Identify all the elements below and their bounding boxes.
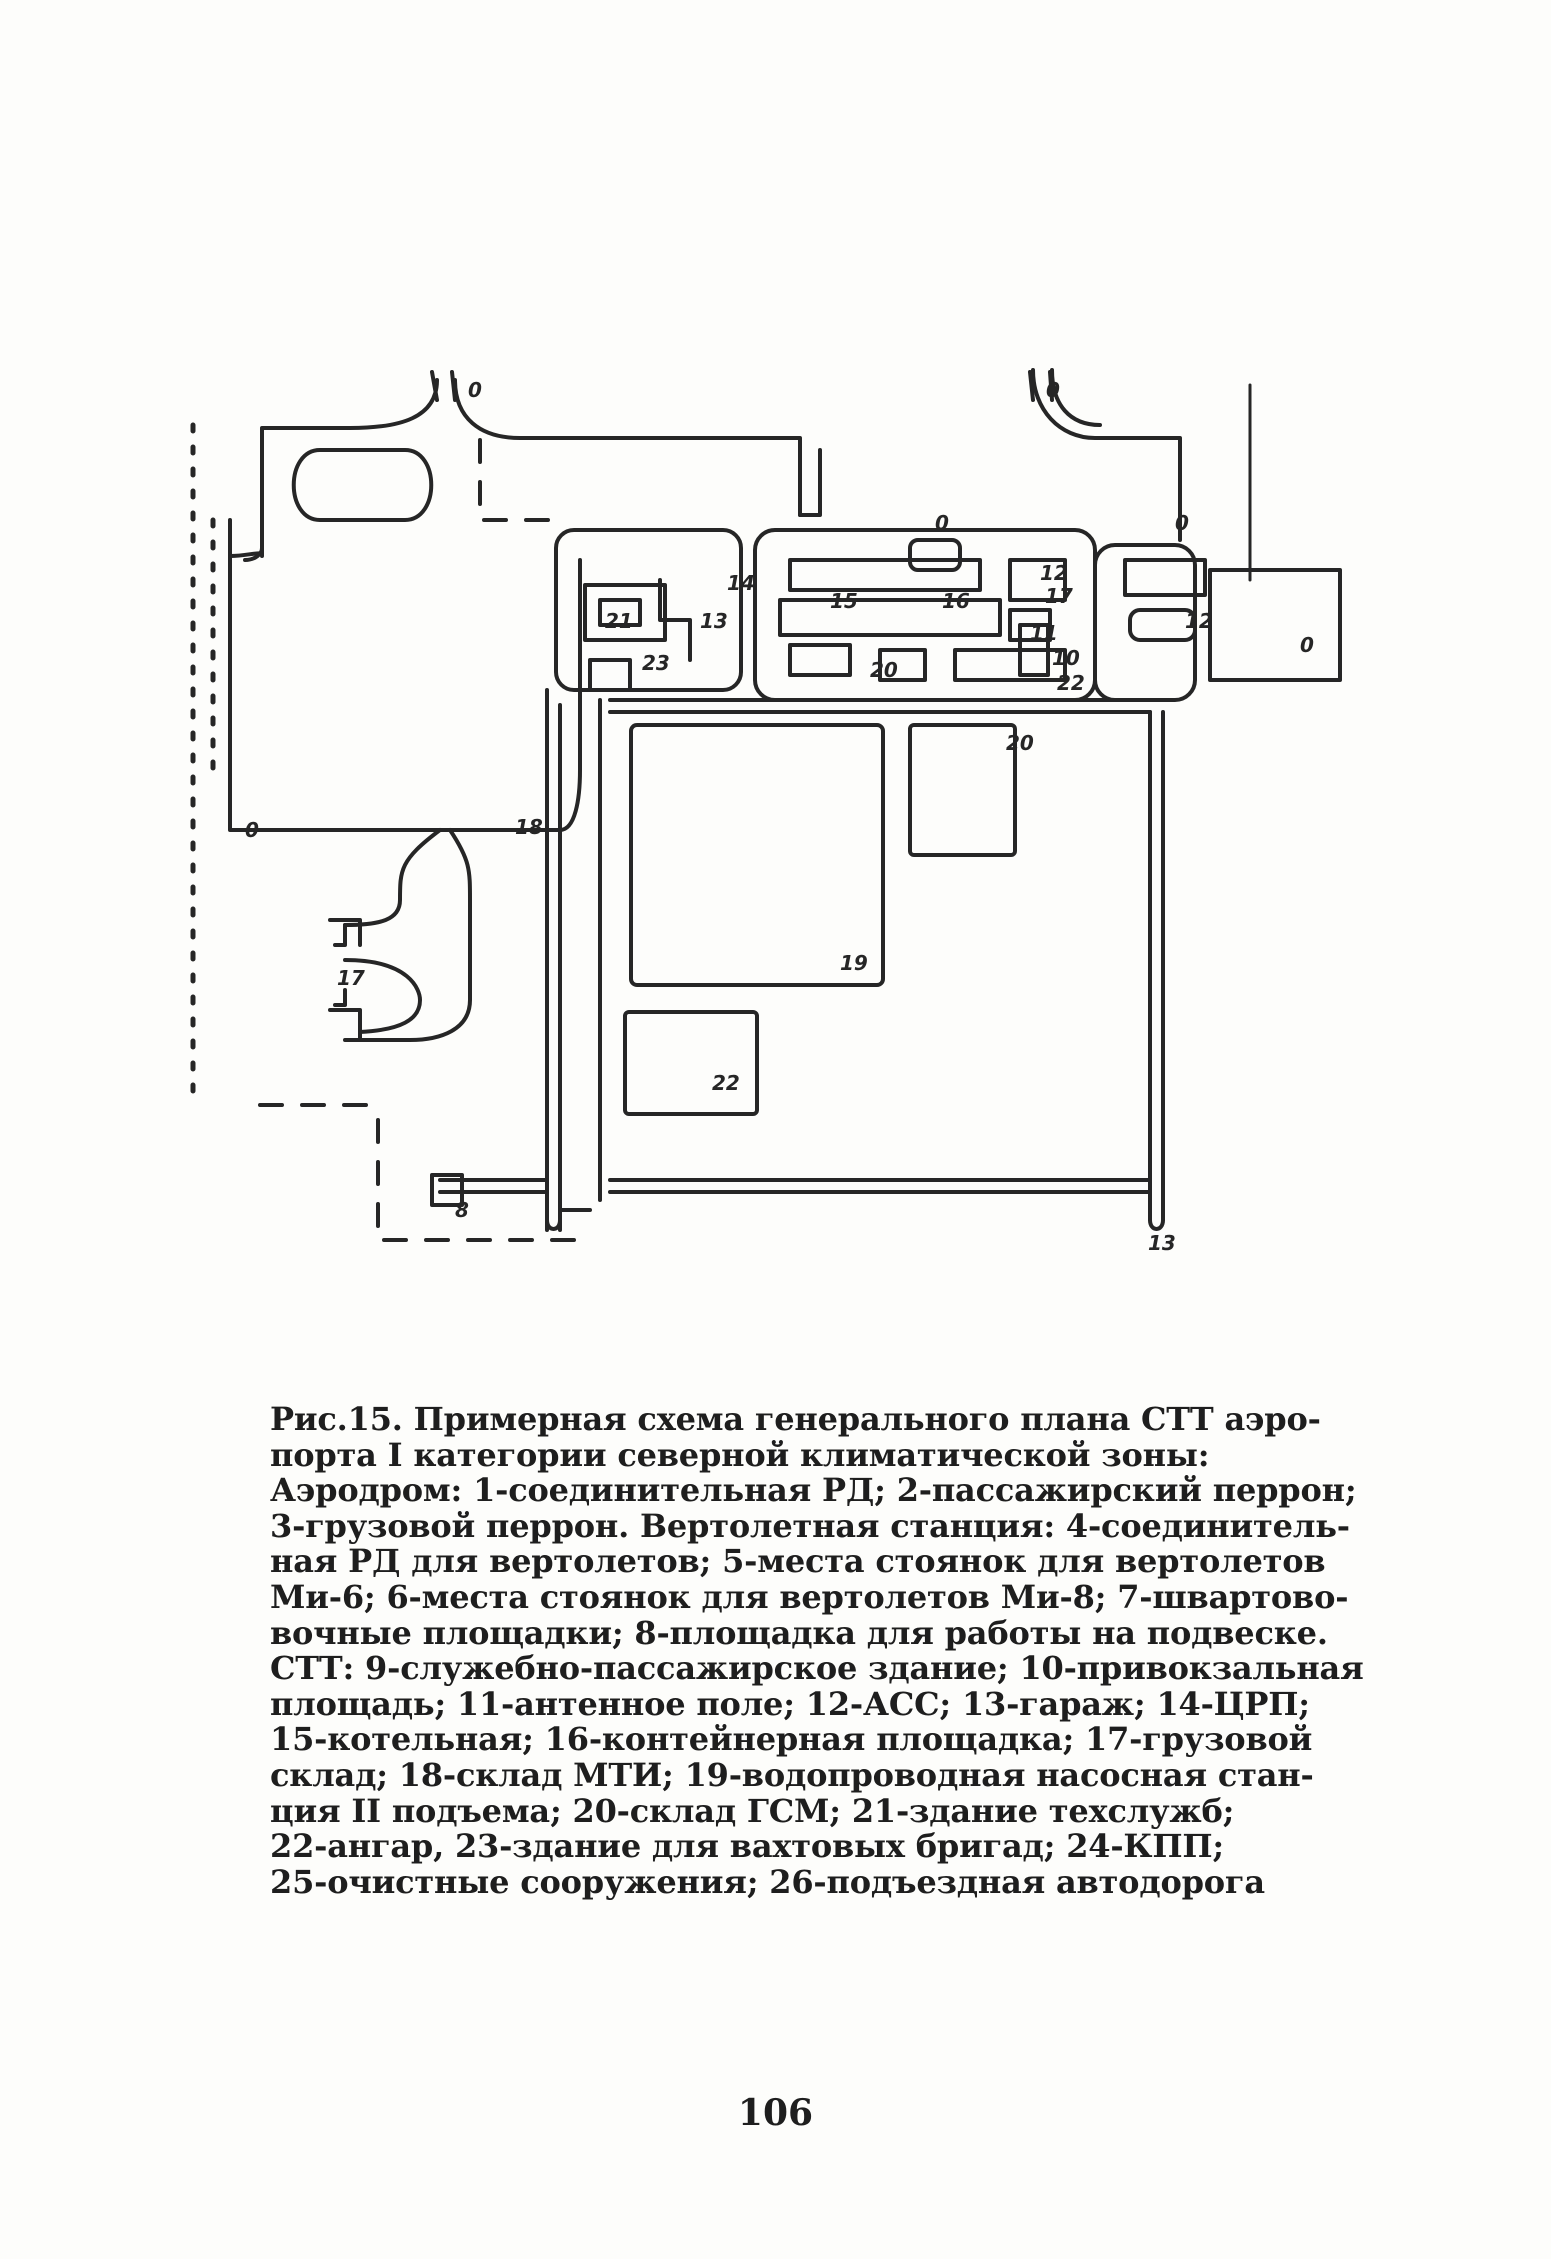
svg-text:0: 0 xyxy=(1175,511,1189,535)
caption-line: 22-ангар, 23-здание для вахтовых бригад;… xyxy=(270,1827,1224,1866)
road-network xyxy=(430,688,1165,1232)
caption-line: 3-грузовой перрон. Вертолетная станция: … xyxy=(270,1506,1350,1545)
caption-line: ная РД для вертолетов; 5-места стоянок д… xyxy=(270,1542,1326,1581)
site-plan-diagram: 0 0 0 0 0 21 23 13 14 15 16 12 17 11 10 … xyxy=(190,368,1342,1255)
svg-text:0: 0 xyxy=(1300,633,1314,657)
svg-text:0: 0 xyxy=(1046,378,1060,402)
entry-stubs xyxy=(430,370,1252,582)
caption-line: Аэродром: 1-соединительная РД; 2-пассажи… xyxy=(270,1471,1357,1510)
svg-text:10: 10 xyxy=(1052,646,1080,670)
svg-text:22: 22 xyxy=(712,1071,740,1095)
caption-line: СТТ: 9-служебно-пассажирское здание; 10-… xyxy=(270,1649,1364,1688)
svg-text:12: 12 xyxy=(1185,609,1213,633)
figure-caption: Рис.15. Примерная схема генерального пла… xyxy=(270,1400,1380,1901)
svg-text:13: 13 xyxy=(700,609,728,633)
svg-text:0: 0 xyxy=(245,818,259,842)
svg-text:21: 21 xyxy=(605,609,633,633)
svg-text:8: 8 xyxy=(455,1198,469,1222)
boundary-marks xyxy=(190,422,592,1242)
caption-line: ция II подъема; 20-склад ГСМ; 21-здание … xyxy=(270,1791,1235,1830)
svg-text:13: 13 xyxy=(1148,1231,1176,1255)
svg-text:20: 20 xyxy=(870,658,898,682)
svg-text:14: 14 xyxy=(727,571,755,595)
svg-text:15: 15 xyxy=(830,589,858,613)
caption-line: 15-котельная; 16-контейнерная площадка; … xyxy=(270,1720,1313,1759)
svg-text:18: 18 xyxy=(515,815,543,839)
caption-line: 25-очистные сооружения; 26-подъездная ав… xyxy=(270,1862,1265,1901)
svg-text:11: 11 xyxy=(1030,621,1058,645)
svg-text:23: 23 xyxy=(642,651,670,675)
svg-text:16: 16 xyxy=(942,589,970,613)
aerodrome-pavement xyxy=(228,368,1182,1042)
caption-line: Рис.15. Примерная схема генерального пла… xyxy=(270,1400,1321,1438)
caption-line: площадь; 11-антенное поле; 12-АСС; 13-га… xyxy=(270,1684,1310,1723)
svg-text:19: 19 xyxy=(840,951,868,975)
site-numbers: 0 0 0 0 0 21 23 13 14 15 16 12 17 11 10 … xyxy=(245,378,1314,1255)
svg-text:17: 17 xyxy=(337,966,365,990)
page-number: 106 xyxy=(737,2092,814,2134)
stt-buildings xyxy=(554,528,1342,702)
caption-line: порта I категории северной климатической… xyxy=(270,1435,1210,1474)
caption-line: Ми-6; 6-места стоянок для вертолетов Ми-… xyxy=(270,1577,1349,1616)
svg-text:17: 17 xyxy=(1045,584,1073,608)
svg-text:20: 20 xyxy=(1006,731,1034,755)
svg-text:22: 22 xyxy=(1057,671,1085,695)
svg-text:0: 0 xyxy=(468,378,482,402)
caption-line: вочные площадки; 8-площадка для работы н… xyxy=(270,1613,1328,1652)
svg-text:12: 12 xyxy=(1040,561,1068,585)
caption-line: склад; 18-склад МТИ; 19-водопроводная на… xyxy=(270,1755,1314,1794)
svg-text:0: 0 xyxy=(935,511,949,535)
